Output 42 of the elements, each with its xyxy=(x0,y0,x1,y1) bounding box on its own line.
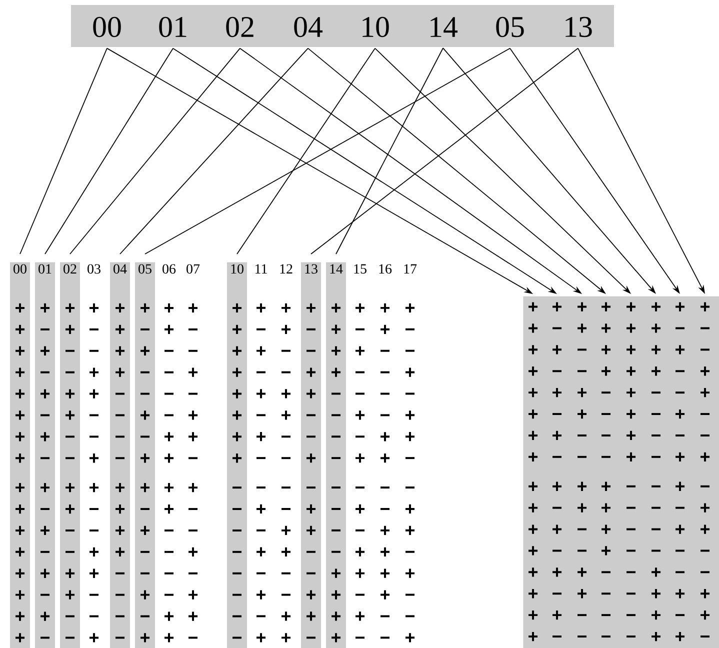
matrix-column: + + − − + + − − + + − − + + − − xyxy=(578,302,587,638)
column-label: 13 xyxy=(566,16,592,38)
matrix-column: + + + + − − − − − − − − + + + + xyxy=(652,302,661,642)
connector-line xyxy=(120,48,308,254)
matrix-column: 02 + + − − + + − − + + − − + + − − xyxy=(60,262,80,648)
matrix-column: 11 + − + − + − + − − + − + − + − + xyxy=(256,264,267,642)
column-label: 00 xyxy=(93,16,121,38)
matrix-column: 03 + − − + + − − + + − − + + − − + xyxy=(88,264,100,642)
label-band xyxy=(71,5,614,47)
connector-line xyxy=(20,48,108,254)
matrix-column: 00 + + + + + + + + + + + + + + + + xyxy=(10,262,30,648)
matrix-column: 12 + + − − + + − − − − + + − − + + xyxy=(280,264,292,642)
matrix-column: 01 + − + − + − + − + − + − + − + − xyxy=(35,262,55,648)
matrix-column: 15 + − + − − + − + − + − + + − + − xyxy=(354,264,366,639)
matrix-column: 10 + + + + + + + + − − − − − − − − xyxy=(227,262,247,648)
column-label: 04 xyxy=(294,16,323,38)
matrix-column: 05 + − + − − + − + + − + − − + − + xyxy=(135,262,155,648)
column-label: 14 xyxy=(430,17,458,37)
matrix-column: + − + − − + − + + − + − − + − + xyxy=(676,302,685,642)
connector-line xyxy=(44,48,174,254)
column-label: 05 xyxy=(496,16,524,38)
connector-line xyxy=(70,48,240,254)
matrix-column: + + + + − − − − + + + + − − − − xyxy=(602,302,611,638)
matrix-column: + + + + + + + + + + + + + + + + xyxy=(528,302,538,642)
column-label: 10 xyxy=(362,16,389,38)
connector-line xyxy=(310,48,578,254)
matrix-column: 16 + + − − − − + + − − + + + + − − xyxy=(379,264,392,639)
connector-line xyxy=(144,48,510,254)
matrix-column: 14 + + + + − − − − − − − − + + + + xyxy=(326,262,346,648)
matrix-column: + + + + + + + + − − − − − − − − xyxy=(626,302,636,638)
matrix-column: 07 + − − + − + + − + − − + − + + − xyxy=(186,264,200,639)
matrix-column: 13 + − − + + − − + − + + − − + + − xyxy=(301,262,321,648)
matrix-column: + − + − + − + − + − + − + − + − xyxy=(552,302,562,638)
column-label: 01 xyxy=(159,16,186,38)
connector-line xyxy=(236,48,376,254)
matrix-background xyxy=(523,296,719,648)
matrix-column: + − − + + − − + − + + − − + + − xyxy=(700,302,710,638)
matrix-column: 17 + − − + − + + − − + + − + − − + xyxy=(404,264,417,642)
column-label: 02 xyxy=(226,16,254,38)
matrix-column: 04 + + + + − − − − + + + + − − − − xyxy=(110,262,130,648)
matrix-column: 06 + + − − − − + + + + − − − − + + xyxy=(162,264,176,642)
connector-line xyxy=(336,48,444,254)
